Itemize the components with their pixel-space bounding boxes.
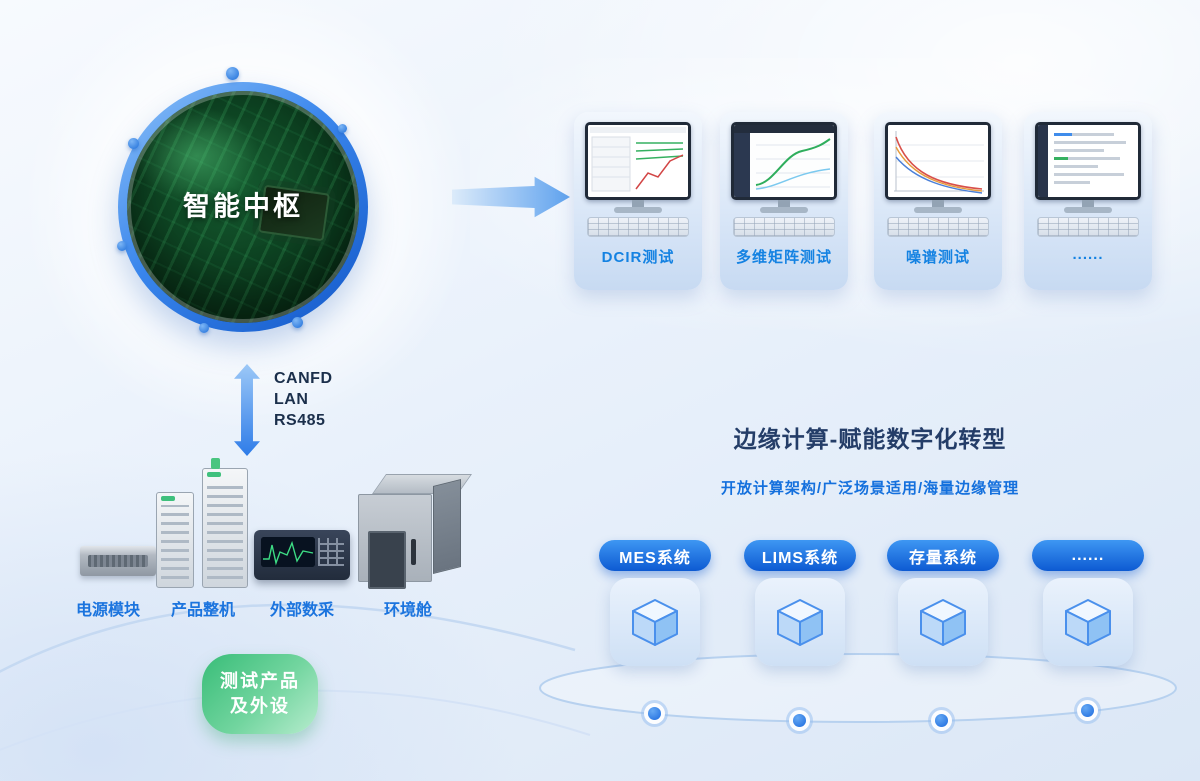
test-card-more: ...... (1024, 112, 1152, 290)
system-column-more: ...... (1028, 540, 1148, 666)
product-rack-image (156, 458, 250, 592)
test-label: 噪谱测试 (905, 249, 970, 266)
bus-protocol-labels: CANFD LAN RS485 (274, 368, 333, 431)
chamber-handle (411, 539, 416, 565)
keyboard-image (733, 217, 835, 237)
platform-dot-icon (935, 714, 948, 727)
chamber-front (358, 494, 432, 589)
cube-icon (1065, 599, 1111, 646)
rack-slots (161, 505, 189, 579)
ring-dot-icon (117, 241, 127, 251)
system-cube-card (755, 578, 845, 666)
monitor-stand (1082, 200, 1094, 207)
system-cube-card (610, 578, 700, 666)
monitor-screen (585, 122, 691, 200)
rack-tower (156, 492, 194, 588)
rack-slots (207, 481, 243, 579)
system-column-legacy: 存量系统 (883, 540, 1003, 666)
monitor-screen (731, 122, 837, 200)
system-pill: 存量系统 (887, 540, 999, 571)
circuit-board-image: 智能中枢 (127, 91, 359, 323)
rack-led (207, 472, 221, 477)
test-label: DCIR测试 (601, 249, 675, 266)
test-card-matrix: 多维矩阵测试 (720, 112, 848, 290)
ring-dot-icon (226, 67, 239, 80)
monitor-stand (632, 200, 644, 207)
hub-label: 智能中枢 (183, 191, 303, 222)
platform-dot-icon (1081, 704, 1094, 717)
edge-section-subtitle: 开放计算架构/广泛场景适用/海量边缘管理 (720, 480, 1020, 497)
ring-dot-icon (128, 138, 139, 149)
device-label: 外部数采 (269, 602, 334, 619)
test-products-pill: 测试产品 及外设 (202, 654, 318, 734)
device-label: 环境舱 (383, 602, 432, 619)
monitor-base (914, 207, 962, 213)
bus-protocol-rs485: RS485 (274, 412, 326, 429)
monitor-screen (1035, 122, 1141, 200)
test-card-dcir: DCIR测试 (574, 112, 702, 290)
keyboard-image (1037, 217, 1139, 237)
chamber-door (368, 531, 406, 589)
power-module-image (80, 546, 156, 576)
ring-dot-icon (292, 317, 303, 328)
monitor-base (614, 207, 662, 213)
system-column-lims: LIMS系统 (740, 540, 860, 666)
monitor-screen (885, 122, 991, 200)
group-pill-line2: 及外设 (230, 696, 290, 716)
monitor-base (760, 207, 808, 213)
cube-icon (632, 599, 678, 646)
ring-dot-icon (199, 323, 209, 333)
bus-protocol-canfd: CANFD (274, 370, 333, 387)
test-card-spectrum: 噪谱测试 (874, 112, 1002, 290)
system-pill: MES系统 (599, 540, 711, 571)
daq-buttons (318, 538, 344, 566)
cube-icon (920, 599, 966, 646)
environment-chamber-image (358, 472, 473, 589)
ring-dot-icon (338, 124, 347, 133)
rack-tower (202, 458, 248, 588)
device-label: 产品整机 (170, 602, 235, 619)
system-pill: LIMS系统 (744, 540, 856, 571)
system-cube-card (898, 578, 988, 666)
rack-led (161, 496, 175, 501)
intelligent-hub-circle: 智能中枢 (118, 82, 368, 332)
chamber-side (433, 479, 461, 574)
monitor-stand (778, 200, 790, 207)
bus-protocol-lan: LAN (274, 391, 309, 408)
platform-dot-icon (648, 707, 661, 720)
monitor-base (1064, 207, 1112, 213)
edge-section-title: 边缘计算-赋能数字化转型 (733, 426, 1007, 452)
system-cube-card (1043, 578, 1133, 666)
device-label: 电源模块 (75, 602, 140, 619)
cube-icon (777, 599, 823, 646)
system-column-mes: MES系统 (595, 540, 715, 666)
daq-screen (261, 537, 315, 567)
data-acquisition-device-image (254, 530, 350, 580)
test-label: ...... (1072, 246, 1104, 263)
keyboard-image (587, 217, 689, 237)
keyboard-image (887, 217, 989, 237)
group-pill-line1: 测试产品 (220, 671, 300, 691)
system-pill: ...... (1032, 540, 1144, 571)
test-label: 多维矩阵测试 (735, 249, 832, 266)
monitor-stand (932, 200, 944, 207)
platform-dot-icon (793, 714, 806, 727)
